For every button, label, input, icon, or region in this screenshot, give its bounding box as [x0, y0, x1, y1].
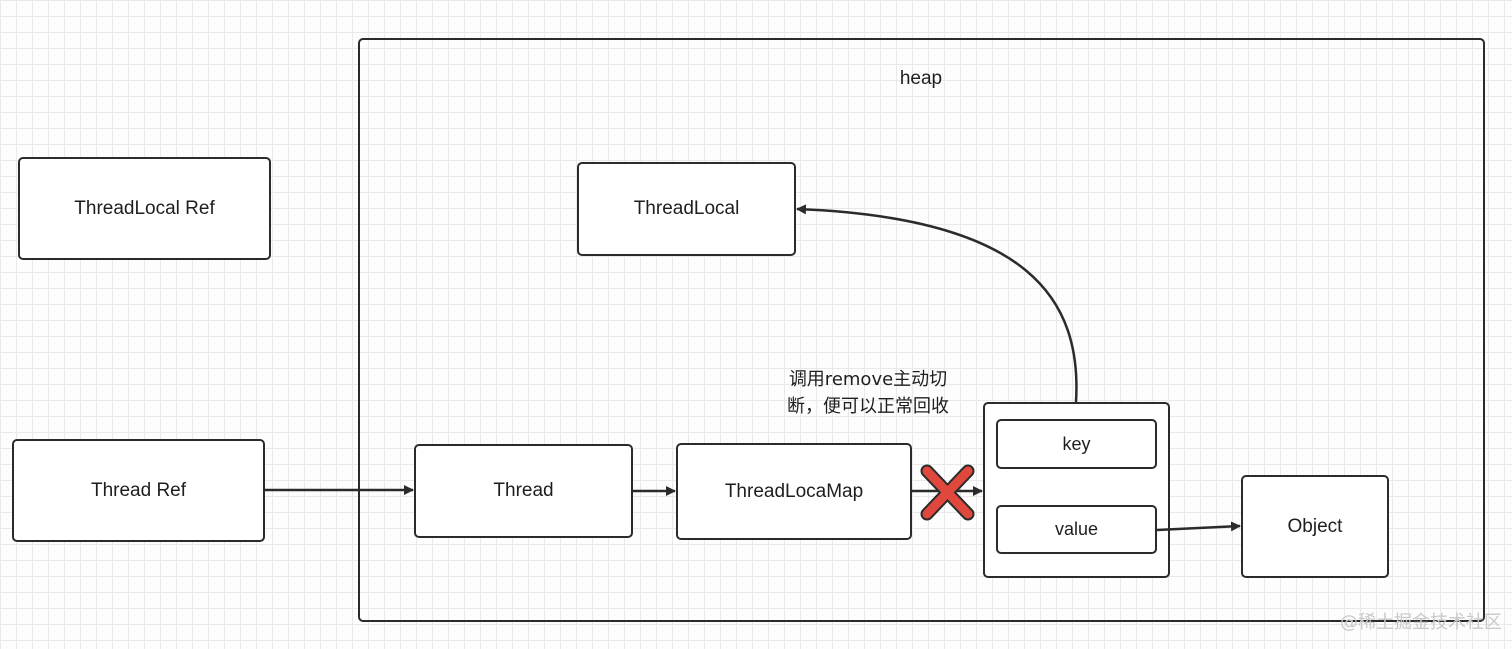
- thread-ref-label: Thread Ref: [90, 479, 187, 501]
- thread-label: Thread: [493, 480, 554, 501]
- key-node: key: [996, 419, 1157, 469]
- heap-label: heap: [899, 68, 943, 89]
- watermark: @稀土掘金技术社区: [1340, 612, 1502, 633]
- threadlocalmap-label: ThreadLocaMap: [724, 480, 864, 502]
- annotation-line-2: 断，便可以正常回收: [787, 396, 949, 417]
- value-label: value: [1054, 519, 1099, 539]
- threadlocal-ref-node: ThreadLocal Ref: [18, 157, 271, 260]
- threadlocal-ref-label: ThreadLocal Ref: [74, 197, 215, 219]
- thread-node: Thread: [414, 444, 633, 538]
- value-node: value: [996, 505, 1157, 554]
- thread-ref-node: Thread Ref: [12, 439, 265, 542]
- remove-annotation: 调用remove主动切 断，便可以正常回收: [750, 366, 986, 420]
- heap-container: [358, 38, 1485, 622]
- threadlocalmap-node: ThreadLocaMap: [676, 443, 912, 540]
- threadlocal-label: ThreadLocal: [633, 198, 740, 219]
- key-label: key: [1062, 433, 1091, 454]
- object-node: Object: [1241, 475, 1389, 578]
- annotation-line-1: 调用remove主动切: [788, 369, 948, 390]
- threadlocal-node: ThreadLocal: [577, 162, 796, 256]
- object-label: Object: [1287, 515, 1343, 537]
